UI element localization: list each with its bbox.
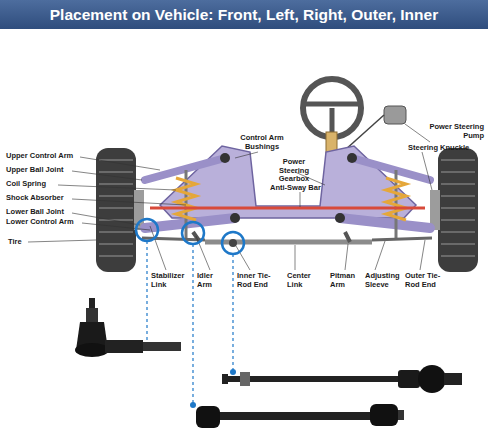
part-label: Power Steering Gearbox [268, 158, 320, 184]
title: Placement on Vehicle: Front, Left, Right… [50, 6, 438, 24]
part-label: Pitman Arm [330, 272, 362, 289]
part-label: Power Steering Pump [424, 123, 484, 140]
part-label: Lower Control Arm [6, 218, 74, 227]
part-label: Adjusting Sleeve [365, 272, 403, 289]
part-label: Idler Arm [197, 272, 225, 289]
title-banner: Placement on Vehicle: Front, Left, Right… [0, 0, 488, 29]
part-label: Tire [8, 238, 22, 247]
part-label: Center Link [287, 272, 317, 289]
inner-tie-rod-part [222, 365, 462, 393]
part-label: Inner Tie-Rod End [237, 272, 285, 289]
part-label: Upper Ball Joint [6, 166, 64, 175]
part-label: Control Arm Bushings [236, 134, 288, 151]
part-label: Stabilizer Link [151, 272, 191, 289]
part-label: Lower Ball Joint [6, 208, 64, 217]
part-label: Steering Knuckle [408, 144, 469, 153]
part-label: Upper Control Arm [6, 152, 73, 161]
outer-tie-rod-part [75, 298, 181, 357]
part-label: Coil Spring [6, 180, 46, 189]
part-label: Anti-Sway Bar [270, 184, 321, 193]
part-label: Outer Tie-Rod End [405, 272, 447, 289]
part-label: Shock Absorber [6, 194, 64, 203]
stabilizer-link-part [196, 404, 404, 428]
